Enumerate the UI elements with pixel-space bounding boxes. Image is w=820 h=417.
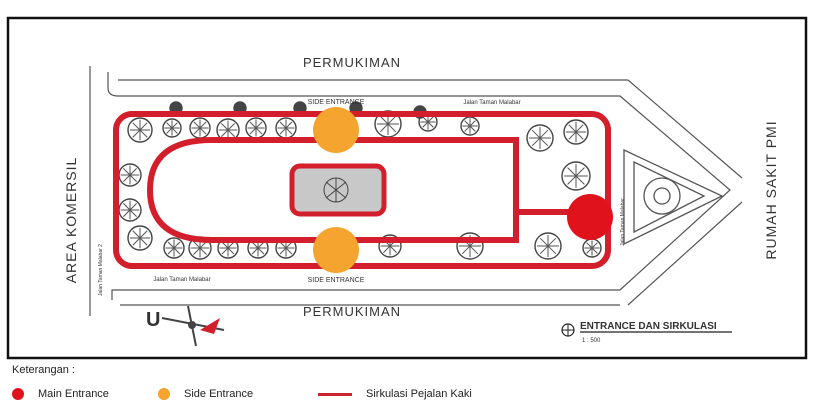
street-lines [89, 66, 743, 316]
legend-title: Keterangan : [12, 364, 75, 376]
tree-icon [245, 117, 267, 139]
label-street-bottom: Jalan Taman Malabar [153, 277, 210, 283]
label-street-right: Jalan Taman Malabar [620, 198, 626, 246]
main-entrance[interactable] [567, 194, 613, 240]
tree-icon [456, 232, 484, 260]
side-entrance-dot-icon [158, 388, 170, 400]
legend-label: Main Entrance [38, 388, 109, 400]
label-bottom-settlement: PERMUKIMAN [303, 304, 401, 319]
tree-icon [216, 118, 240, 142]
label-right-area: RUMAH SAKIT PMI [763, 120, 779, 259]
tree-icon [162, 118, 182, 138]
pool-fountain [323, 177, 349, 203]
tree-icon [189, 117, 211, 139]
tree-icon [561, 161, 591, 191]
label-street-top: Jalan Taman Malabar [463, 100, 520, 106]
north-letter: U [146, 309, 160, 331]
legend-item-circulation: Sirkulasi Pejalan Kaki [318, 388, 472, 400]
tree-icon [118, 163, 142, 187]
label-side-entrance-top: SIDE ENTRANCE [308, 99, 365, 106]
tree-icon [127, 225, 153, 251]
legend-label: Sirkulasi Pejalan Kaki [366, 388, 472, 400]
tree-icon [534, 232, 562, 260]
tree-icon [526, 124, 554, 152]
map-scale: 1 : 500 [582, 338, 601, 344]
north-arrow-icon: U [146, 305, 225, 347]
map-title-block: ENTRANCE DAN SIRKULASI 1 : 500 [561, 321, 732, 344]
map-title: ENTRANCE DAN SIRKULASI [580, 321, 717, 332]
tree-icon [127, 117, 153, 143]
label-top-settlement: PERMUKIMAN [303, 55, 401, 70]
tree-icon [460, 116, 480, 136]
tree-icon [582, 238, 602, 258]
tree-icon [118, 198, 142, 222]
side-entrance-top[interactable] [313, 107, 359, 153]
tree-icon [275, 117, 297, 139]
legend-item-side-entrance: Side Entrance [158, 388, 253, 400]
label-street-left: Jalan Taman Malabar 2 [98, 244, 104, 296]
legend-label: Side Entrance [184, 388, 254, 400]
circulation-line-icon [318, 392, 352, 396]
label-left-area: AREA KOMERSIL [63, 157, 79, 284]
main-entrance-dot-icon [12, 388, 24, 400]
tree-icon [563, 119, 589, 145]
site-map: PERMUKIMAN PERMUKIMAN SIDE ENTRANCE SIDE… [6, 16, 808, 360]
legend: Keterangan : Main Entrance Side Entrance… [0, 358, 820, 417]
tree-icon [374, 110, 402, 138]
roundabout-monument [623, 148, 724, 246]
central-pool [289, 163, 387, 217]
map-frame [6, 16, 808, 360]
tree-icon [163, 237, 185, 259]
side-entrance-bottom[interactable] [313, 227, 359, 273]
legend-item-main-entrance: Main Entrance [12, 388, 109, 400]
label-side-entrance-bottom: SIDE ENTRANCE [308, 277, 365, 284]
